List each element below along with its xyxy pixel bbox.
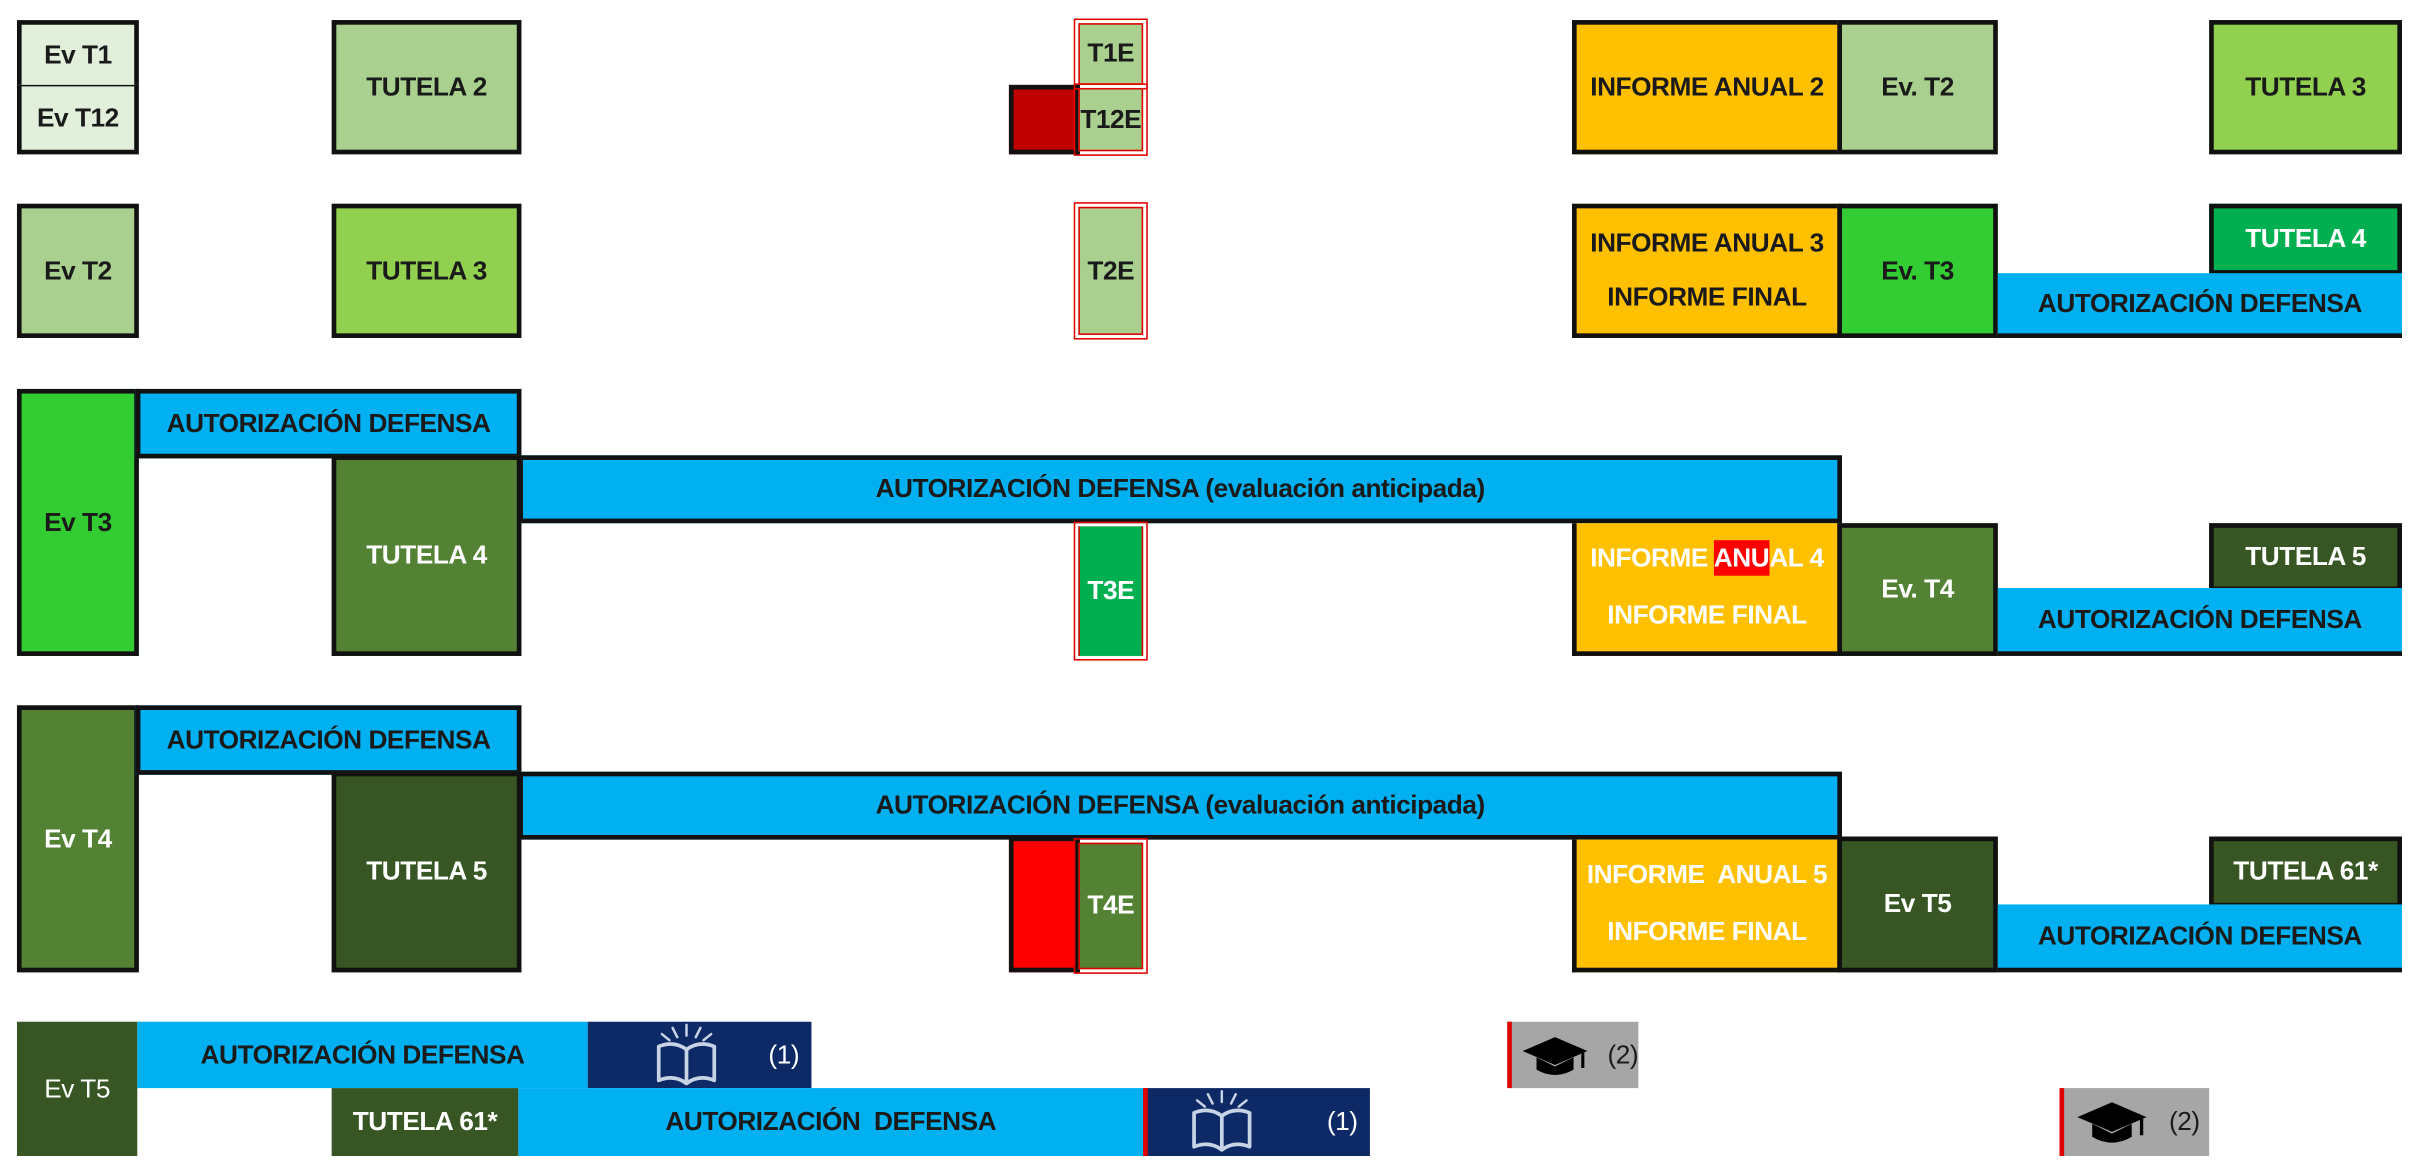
ev-t3-label: Ev T3 <box>44 507 112 537</box>
tutela-61-block: TUTELA 61* <box>331 1088 519 1157</box>
tutela-4-right-label: TUTELA 4 <box>2245 224 2366 254</box>
ev-t4-right-block: Ev. T4 <box>1837 523 1998 656</box>
autorizacion-anticipada-row4: AUTORIZACIÓN DEFENSA (evaluación anticip… <box>518 771 1842 840</box>
informe-anual-2-block: INFORME ANUAL 2 <box>1572 20 1842 155</box>
informe-final-label: INFORME FINAL <box>1607 917 1807 947</box>
tutela-61-label: TUTELA 61* <box>352 1106 498 1137</box>
ev-t3-right-block: Ev. T3 <box>1837 203 1998 339</box>
t3e-block: T3E <box>1073 521 1148 661</box>
t1e-label: T1E <box>1087 38 1135 69</box>
ev-t4-block: Ev T4 <box>16 705 139 973</box>
open-book-icon <box>1192 1089 1252 1152</box>
ev-t5-right-label: Ev T5 <box>1883 889 1952 919</box>
ev-t2-label: Ev T2 <box>44 255 112 286</box>
defense-block: (2) <box>1507 1021 1639 1089</box>
informe-anual-4-label: INFORME ANUAL 4 <box>1590 540 1824 576</box>
note-2b-label: (2) <box>2169 1106 2200 1137</box>
informe-anual-5-label: INFORME ANUAL 5 <box>1586 859 1828 889</box>
autorizacion-defensa-label: AUTORIZACIÓN DEFENSA <box>665 1106 997 1137</box>
ev-t3-block: Ev T3 <box>16 388 139 656</box>
row3-baseline <box>1997 651 2402 656</box>
tutela-5-label: TUTELA 5 <box>366 856 487 887</box>
informe-final-label: INFORME FINAL <box>1607 601 1807 631</box>
red-marker <box>1008 836 1080 973</box>
ev-t12-cell: Ev T12 <box>16 84 139 155</box>
t4e-block: T4E <box>1073 838 1148 974</box>
t2e-label: T2E <box>1087 255 1135 286</box>
autorizacion-defensa-label: AUTORIZACIÓN DEFENSA <box>200 1039 525 1070</box>
t3e-label: T3E <box>1087 576 1135 606</box>
ev-t12-label: Ev T12 <box>37 102 119 133</box>
autorizacion-anticipada-row3: AUTORIZACIÓN DEFENSA (evaluación anticip… <box>518 455 1842 524</box>
tutela-2-block: TUTELA 2 <box>331 20 522 155</box>
autorizacion-defensa-label: AUTORIZACIÓN DEFENSA <box>166 724 491 755</box>
note-1b-label: (1) <box>1326 1106 1358 1137</box>
note-1-label: (1) <box>768 1039 800 1070</box>
t1e-block: T1E <box>1073 18 1148 90</box>
t4e-label: T4E <box>1087 890 1135 921</box>
dark-red-marker <box>1008 84 1080 155</box>
autorizacion-defensa-label: AUTORIZACIÓN DEFENSA <box>2037 921 2362 952</box>
tutela-3-label: TUTELA 3 <box>366 255 487 286</box>
ev-t5-block: Ev T5 <box>16 1021 138 1157</box>
ev-t2-right-label: Ev. T2 <box>1881 72 1954 102</box>
autorizacion-defensa-row5: AUTORIZACIÓN DEFENSA <box>137 1021 588 1089</box>
ev-t1-label: Ev T1 <box>44 40 112 70</box>
autorizacion-defensa-row3-right: AUTORIZACIÓN DEFENSA <box>1997 588 2402 653</box>
ev-t1-cell: Ev T1 <box>16 20 139 88</box>
t2e-block: T2E <box>1073 202 1148 340</box>
autorizacion-defensa-row3: AUTORIZACIÓN DEFENSA <box>135 388 522 459</box>
highlight-mark: ANU <box>1713 540 1770 576</box>
autorizacion-defensa-row4-right: AUTORIZACIÓN DEFENSA <box>1997 904 2402 970</box>
informe-anual-3-block: INFORME ANUAL 3 INFORME FINAL <box>1572 203 1842 339</box>
t12e-block: T12E <box>1073 83 1148 156</box>
row4-baseline <box>1997 967 2402 973</box>
tutela-4-block: TUTELA 4 <box>331 455 522 656</box>
informe-anual-4-block: INFORME ANUAL 4 INFORME FINAL <box>1572 523 1842 656</box>
autorizacion-defensa-label: AUTORIZACIÓN DEFENSA <box>2037 288 2362 319</box>
autorizacion-anticipada-label: AUTORIZACIÓN DEFENSA (evaluación anticip… <box>875 474 1486 504</box>
autorizacion-defensa-row2: AUTORIZACIÓN DEFENSA <box>1997 273 2402 335</box>
ev-t2-right-block: Ev. T2 <box>1837 20 1998 155</box>
ev-t2-block: Ev T2 <box>16 203 139 339</box>
row2-baseline <box>1997 333 2402 339</box>
t12e-label: T12E <box>1080 104 1142 134</box>
tutela-3-block: TUTELA 3 <box>331 203 522 339</box>
defense-block-2: (2) <box>2059 1088 2210 1157</box>
open-book-icon <box>656 1022 717 1085</box>
tutela-4-right-block: TUTELA 4 <box>2209 203 2402 275</box>
autorizacion-anticipada-label: AUTORIZACIÓN DEFENSA (evaluación anticip… <box>875 790 1486 820</box>
graduation-cap-icon <box>1522 1036 1588 1075</box>
thesis-deposit-block: (1) <box>587 1021 812 1089</box>
ev-t5-label: Ev T5 <box>44 1073 110 1104</box>
ev-t4-right-label: Ev. T4 <box>1881 574 1954 604</box>
tutela-5-block: TUTELA 5 <box>331 771 522 973</box>
tutela-61-right-block: TUTELA 61* <box>2209 836 2402 908</box>
tutela-2-label: TUTELA 2 <box>366 72 487 102</box>
autorizacion-defensa-row5b: AUTORIZACIÓN DEFENSA <box>518 1088 1144 1157</box>
ev-t3-right-label: Ev. T3 <box>1881 255 1954 286</box>
informe-anual-3-label: INFORME ANUAL 3 <box>1590 229 1824 259</box>
ev-t5-right-block: Ev T5 <box>1837 836 1998 973</box>
tutela-5-right-label: TUTELA 5 <box>2245 542 2366 572</box>
tutela-4-label: TUTELA 4 <box>366 540 487 570</box>
tutela-5-right-block: TUTELA 5 <box>2209 523 2402 592</box>
tutela-3-right-block: TUTELA 3 <box>2209 20 2402 155</box>
autorizacion-defensa-label: AUTORIZACIÓN DEFENSA <box>166 408 491 438</box>
graduation-cap-icon <box>2077 1102 2147 1143</box>
autorizacion-defensa-row4: AUTORIZACIÓN DEFENSA <box>135 705 522 775</box>
informe-anual-5-block: INFORME ANUAL 5 INFORME FINAL <box>1572 839 1842 973</box>
informe-final-label: INFORME FINAL <box>1607 282 1807 312</box>
informe-anual-2-label: INFORME ANUAL 2 <box>1590 72 1824 102</box>
note-2-label: (2) <box>1607 1039 1639 1070</box>
tutela-3-right-label: TUTELA 3 <box>2245 72 2366 102</box>
thesis-deposit-block-2: (1) <box>1143 1088 1370 1157</box>
tutela-61-right-label: TUTELA 61* <box>2233 856 2378 887</box>
autorizacion-defensa-label: AUTORIZACIÓN DEFENSA <box>2037 605 2362 635</box>
ev-t4-label: Ev T4 <box>44 823 112 854</box>
